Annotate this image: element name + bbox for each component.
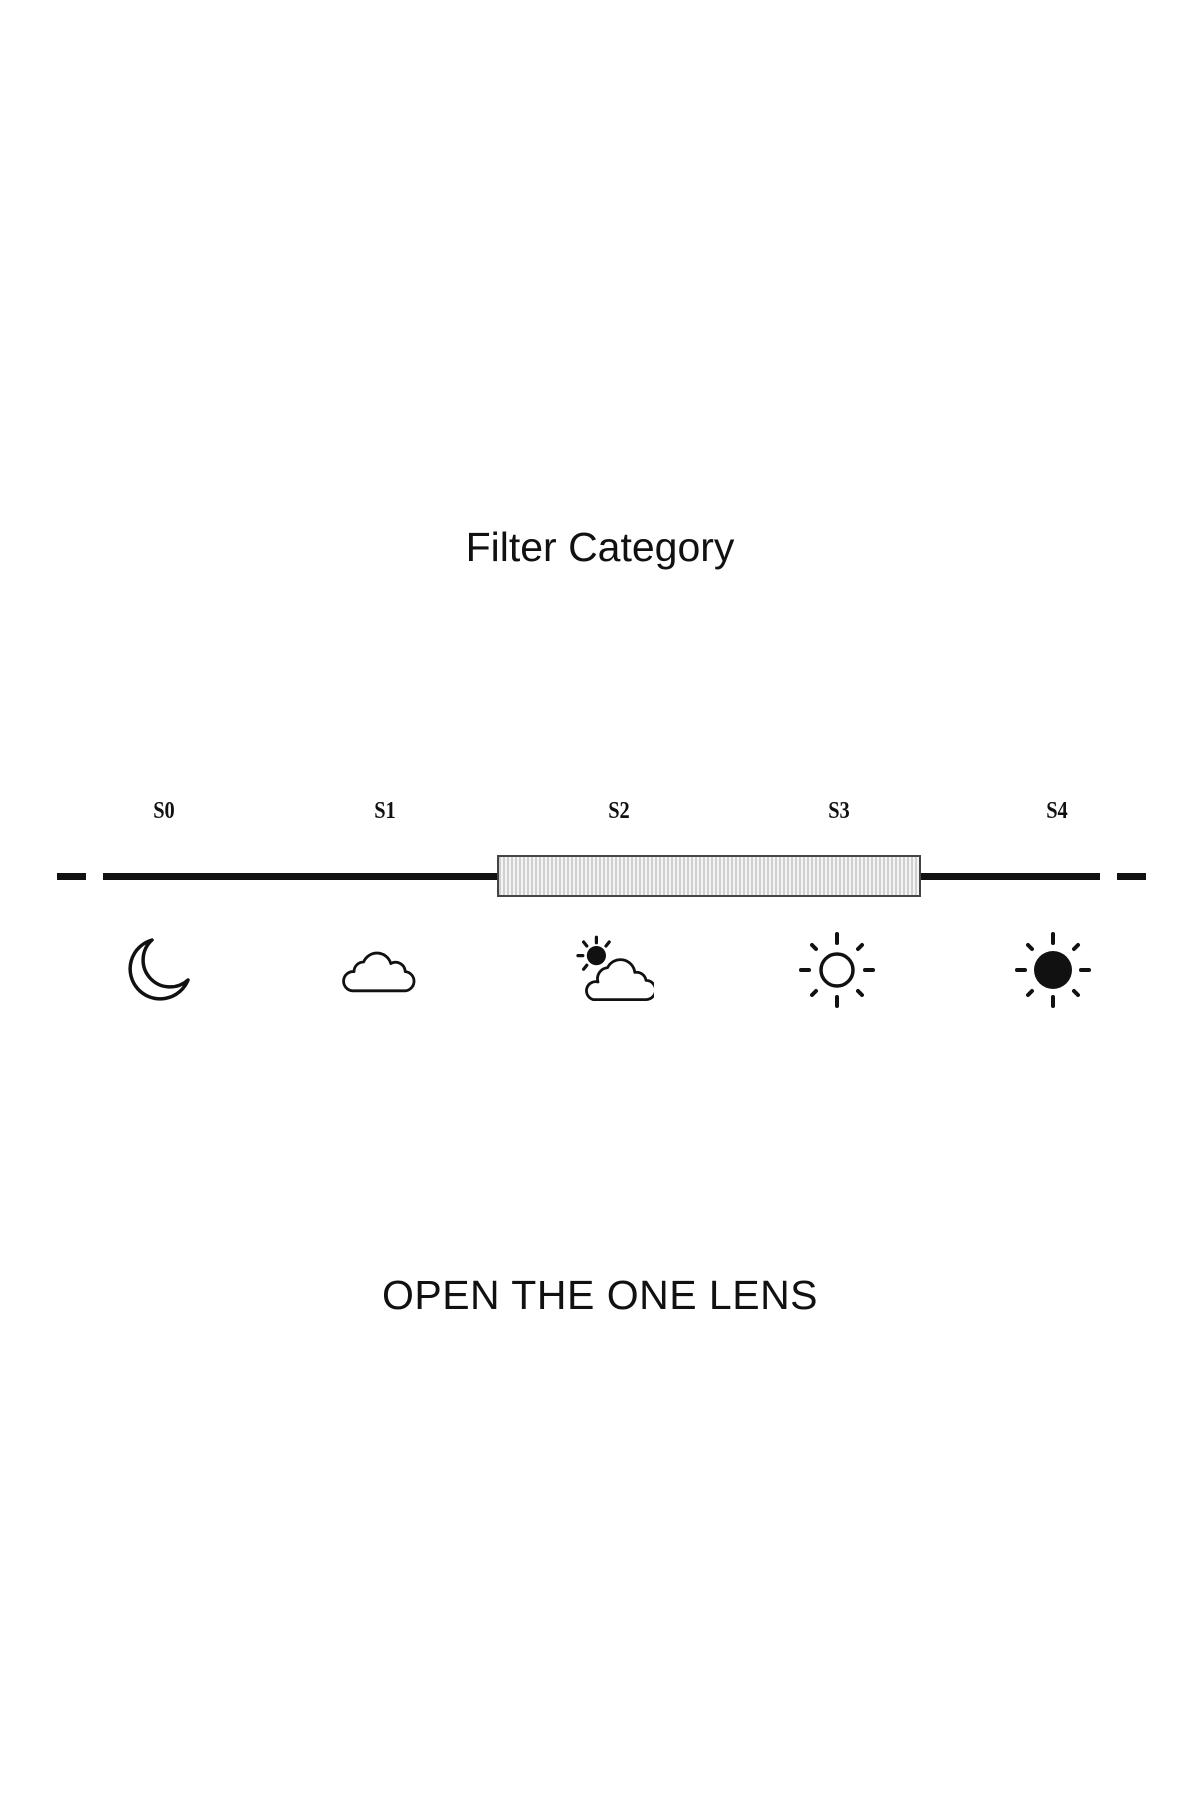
partly-cloudy-icon (576, 935, 654, 1001)
stop-label-s2: S2 (608, 798, 630, 824)
cloud-icon (342, 951, 416, 993)
footer-tagline: OPEN THE ONE LENS (381, 1272, 819, 1318)
stop-label-s4: S4 (1046, 798, 1068, 824)
moon-icon (128, 938, 190, 1001)
track-end-dash-left (57, 873, 86, 880)
stop-label-s0: S0 (153, 798, 175, 824)
sun-filled-icon (1015, 932, 1091, 1008)
sun-outline-icon (799, 932, 875, 1008)
stop-label-s1: S1 (374, 798, 396, 824)
stop-label-s3: S3 (828, 798, 850, 824)
page-title: Filter Category (465, 524, 735, 570)
track-end-dash-right (1117, 873, 1146, 880)
selected-range-handle[interactable] (497, 855, 921, 897)
